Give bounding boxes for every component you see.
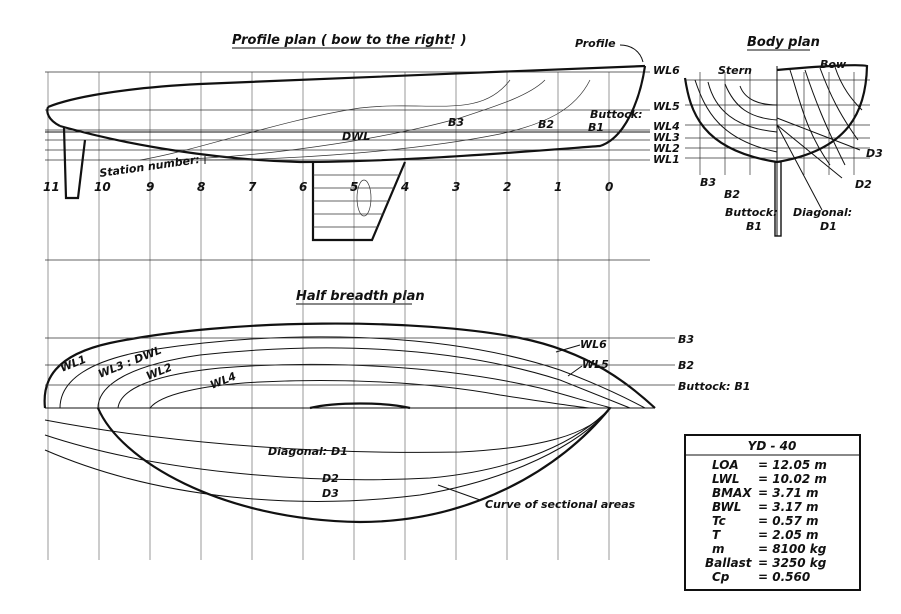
station-5: 5 [350, 180, 358, 194]
half-breadth-plan-title: Half breadth plan [296, 289, 425, 304]
body-label-d2: D2 [855, 178, 872, 191]
label-buttock: Buttock: [590, 108, 643, 121]
spec-label-ballast: Ballast [705, 556, 753, 570]
station-7: 7 [248, 180, 257, 194]
spec-label-cp: Cp [712, 570, 730, 584]
spec-label-bwl: BWL [712, 500, 741, 514]
label-wl1: WL1 [653, 153, 680, 166]
spec-value-cp: = 0.560 [758, 570, 810, 584]
body-label-d3: D3 [866, 147, 883, 160]
station-2: 2 [503, 180, 511, 194]
body-plan-labels: Stern Bow B3 B2 Buttock: B1 Diagonal: D1… [700, 58, 883, 233]
body-label-b3: B3 [700, 176, 716, 189]
body-plan-title: Body plan [747, 35, 820, 50]
label-wl5: WL5 [653, 100, 680, 113]
profile-labels: Profile DWL B3 B2 Buttock: B1 WL6 WL5 WL… [99, 37, 681, 180]
spec-label-m: m [712, 542, 725, 556]
label-stern: Stern [718, 64, 752, 77]
hb-label-wl4: WL4 [208, 370, 238, 392]
label-wl3: WL3 [653, 131, 680, 144]
spec-value-t: = 2.05 m [758, 528, 819, 542]
hb-label-buttock-b1: Buttock: B1 [678, 380, 750, 393]
spec-value-m: = 8100 kg [758, 542, 827, 556]
station-3: 3 [452, 180, 460, 194]
spec-value-ballast: = 3250 kg [758, 556, 827, 570]
spec-label-loa: LOA [712, 458, 739, 472]
body-label-b1: B1 [746, 220, 762, 233]
station-1: 1 [554, 180, 562, 194]
hb-label-d3: D3 [322, 487, 339, 500]
body-label-buttock: Buttock: [725, 206, 778, 219]
body-label-diagonal: Diagonal: [793, 206, 852, 219]
profile-plan-title: Profile plan ( bow to the right! ) [232, 33, 467, 48]
hb-label-wl6: WL6 [580, 338, 607, 351]
station-grid [47, 72, 610, 560]
station-6: 6 [299, 180, 307, 194]
station-4: 4 [400, 180, 409, 194]
label-wl2: WL2 [653, 142, 680, 155]
body-label-d1: D1 [820, 220, 837, 233]
spec-value-bmax: = 3.71 m [758, 486, 819, 500]
spec-label-bmax: BMAX [712, 486, 752, 500]
body-plan [683, 64, 870, 237]
label-profile: Profile [575, 37, 616, 50]
spec-value-loa: = 12.05 m [758, 458, 827, 472]
station-9: 9 [146, 180, 154, 194]
station-0: 0 [605, 180, 613, 194]
half-breadth-labels: WL1 WL3 : DWL WL2 WL4 WL6 WL5 B3 B2 Butt… [58, 333, 750, 511]
hb-label-b3: B3 [678, 333, 694, 346]
hb-label-wl2: WL2 [144, 361, 174, 383]
spec-value-tc: = 0.57 m [758, 514, 819, 528]
label-station-number: Station number: [99, 153, 201, 180]
label-dwl: DWL [342, 130, 370, 143]
label-bow: Bow [820, 58, 847, 71]
spec-label-lwl: LWL [712, 472, 740, 486]
spec-value-bwl: = 3.17 m [758, 500, 819, 514]
profile-hull [45, 44, 650, 242]
half-breadth-plan [43, 322, 675, 524]
label-b1: B1 [588, 121, 604, 134]
hb-label-b2: B2 [678, 359, 694, 372]
spec-title: YD - 40 [748, 439, 797, 453]
body-label-b2: B2 [724, 188, 740, 201]
station-10: 10 [94, 180, 111, 194]
spec-label-t: T [712, 528, 721, 542]
label-b2: B2 [538, 118, 554, 131]
station-11: 11 [43, 180, 60, 194]
label-b3: B3 [448, 116, 464, 129]
hb-label-d2: D2 [322, 472, 339, 485]
hb-label-curve-areas: Curve of sectional areas [485, 498, 636, 511]
label-wl4: WL4 [653, 120, 680, 133]
station-numbers: 11 10 9 8 7 6 5 4 3 2 1 0 [43, 180, 613, 194]
hb-label-diagonal-d1: Diagonal: D1 [268, 445, 348, 458]
label-wl6: WL6 [653, 64, 680, 77]
spec-table: YD - 40 LOA = 12.05 m LWL = 10.02 m BMAX… [684, 434, 861, 591]
spec-label-tc: Tc [712, 514, 726, 528]
hb-label-wl5: WL5 [582, 358, 609, 371]
station-8: 8 [197, 180, 205, 194]
spec-value-lwl: = 10.02 m [758, 472, 827, 486]
